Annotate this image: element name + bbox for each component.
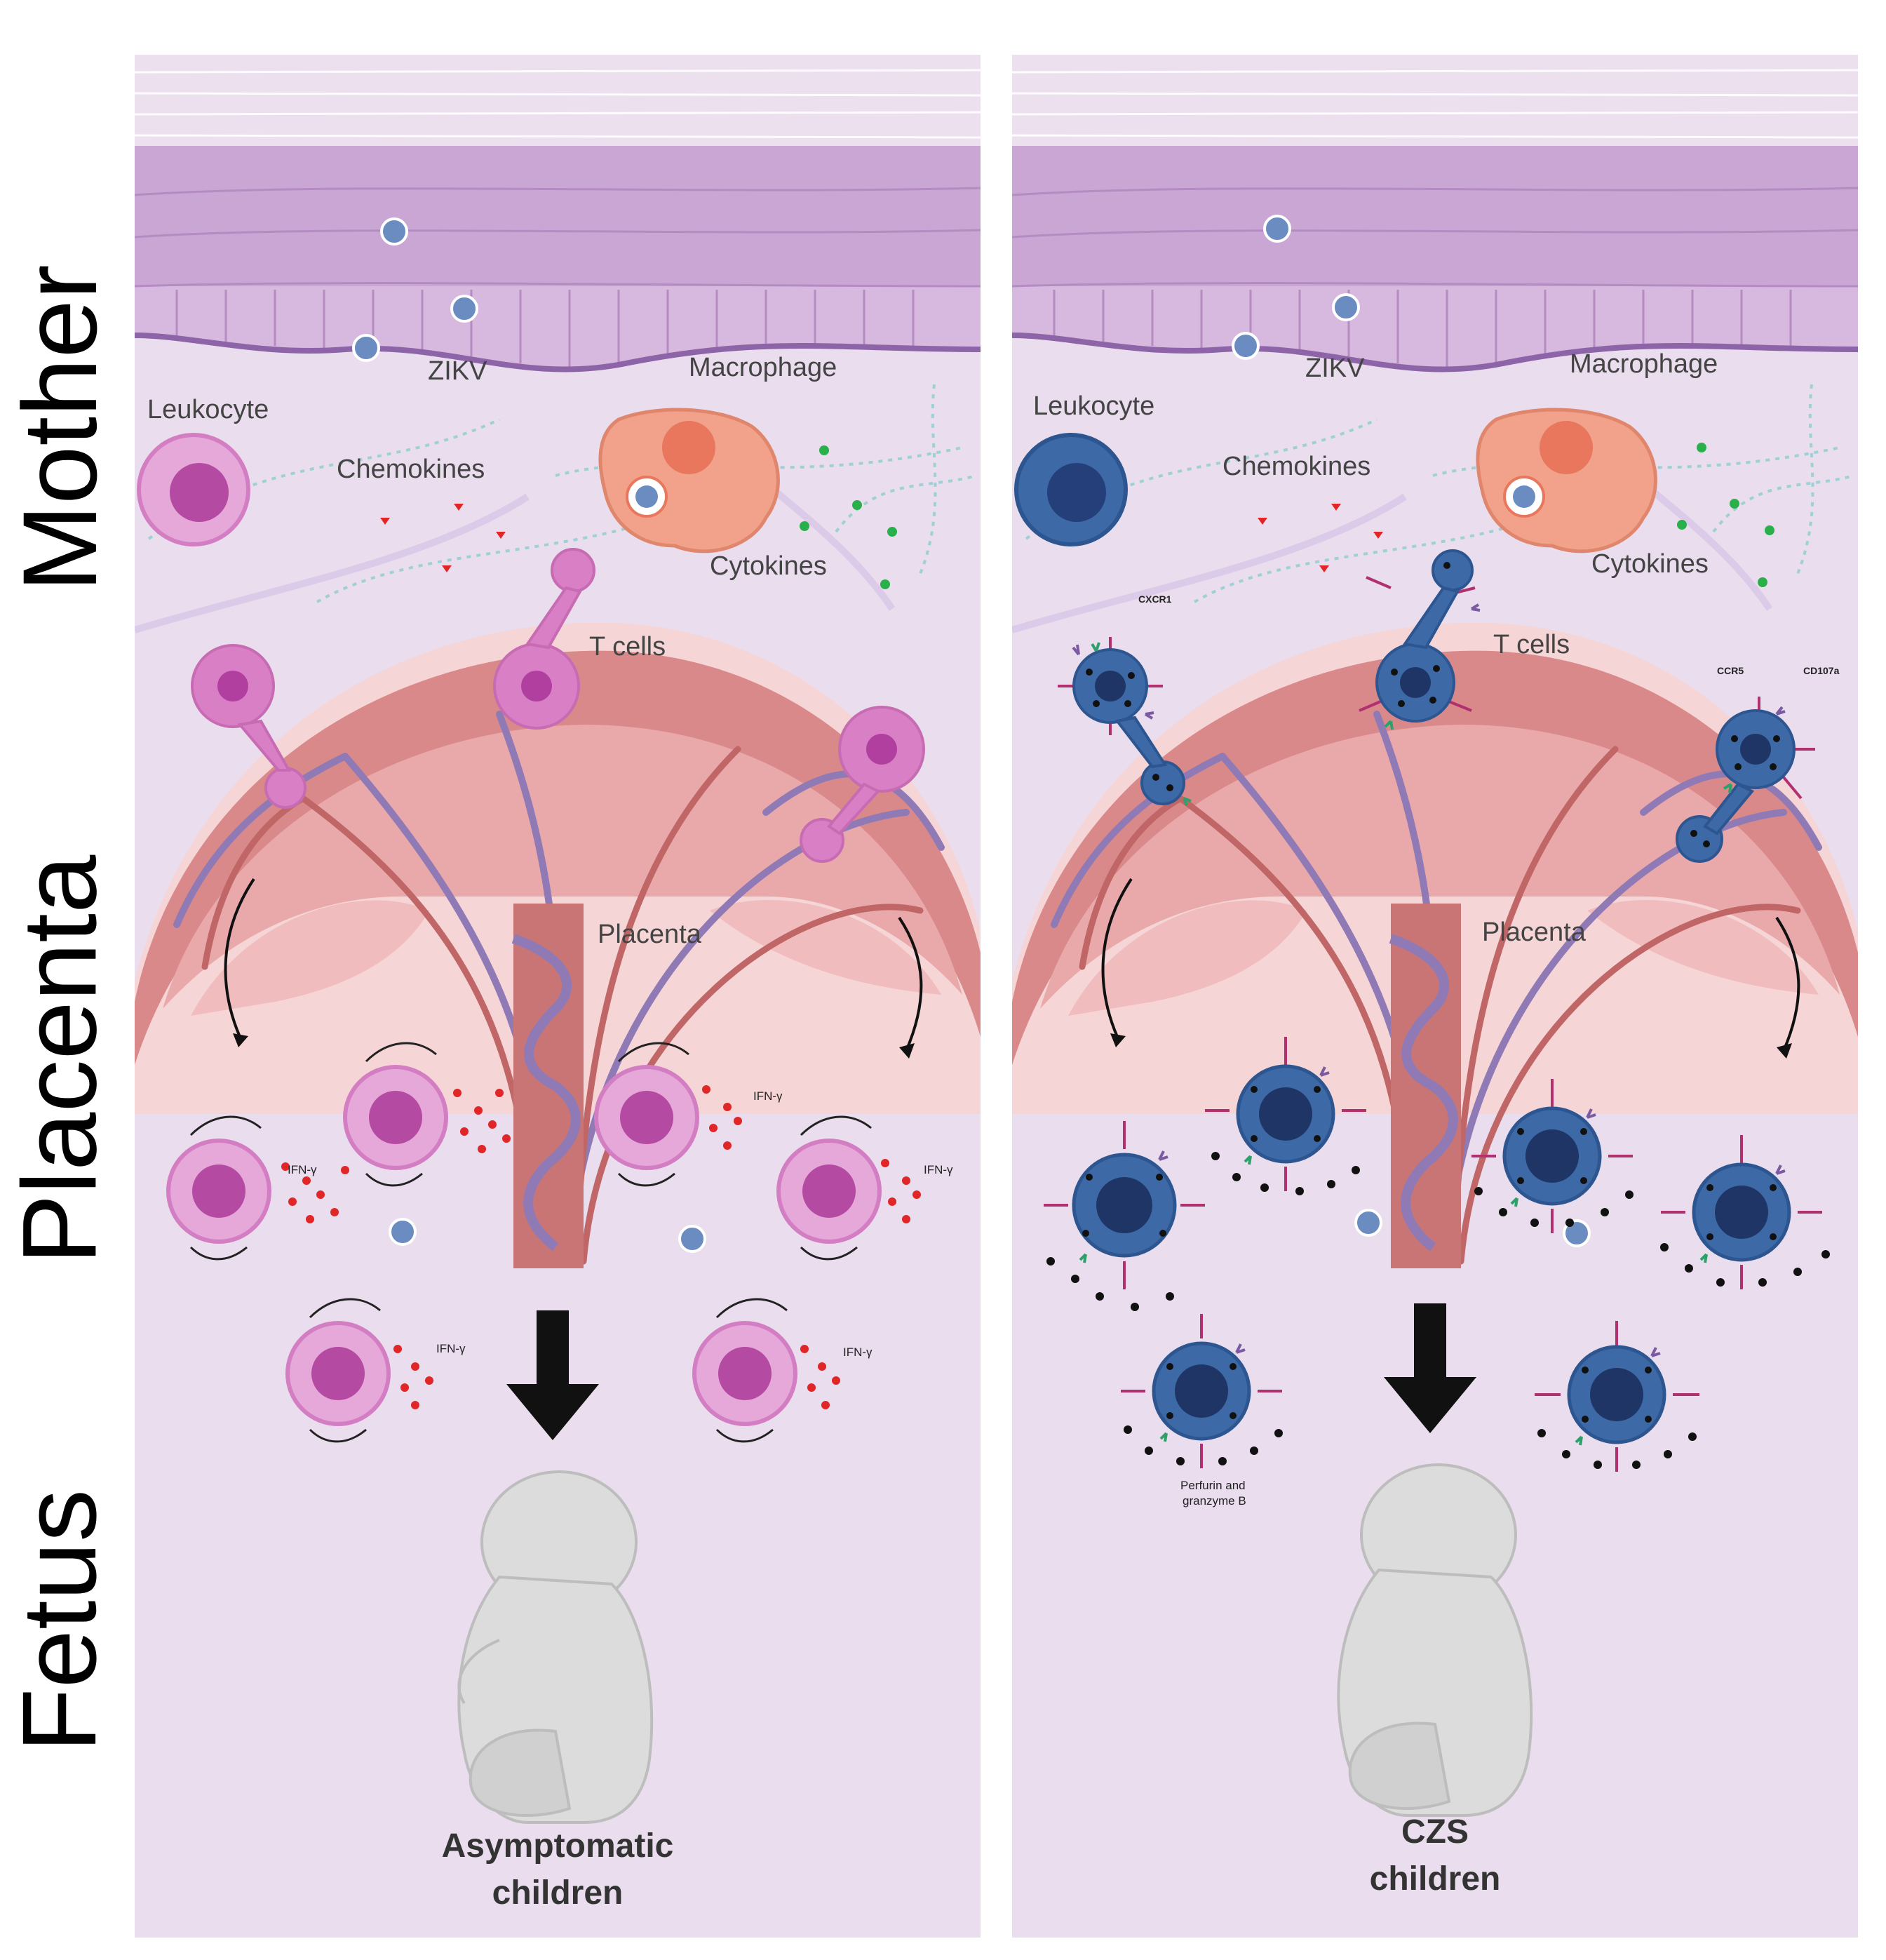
macrophage-cell-right	[1476, 408, 1657, 553]
leukocyte-cell-right	[1014, 433, 1128, 546]
cytotoxic-cells-right	[1044, 1037, 1830, 1472]
placenta-structure-label: Placenta	[598, 920, 701, 949]
leukocyte-cell	[137, 433, 250, 546]
left-caption-line2: children	[492, 1874, 624, 1912]
ifn-label-1: IFN-γ	[288, 1163, 317, 1176]
placenta-label: Placenta	[0, 854, 119, 1264]
chemokines-label: Chemokines	[337, 455, 485, 484]
macrophage-cell	[598, 408, 780, 553]
zikv-label: ZIKV	[428, 356, 487, 386]
t-cells-label: T cells	[589, 632, 666, 662]
fetus-illustration-right	[1337, 1463, 1533, 1817]
macrophage-label-right: Macrophage	[1570, 349, 1718, 379]
ifn-label-2: IFN-γ	[753, 1089, 783, 1103]
cytokines-label: Cytokines	[710, 551, 827, 581]
ifn-label-3: IFN-γ	[924, 1163, 953, 1176]
perforin-label-line2: granzyme B	[1183, 1494, 1246, 1508]
cytokines-label-right: Cytokines	[1591, 549, 1709, 579]
placenta-structure-label-right: Placenta	[1482, 918, 1586, 947]
leukocyte-label: Leukocyte	[147, 395, 269, 424]
t-cells-right	[1058, 549, 1815, 863]
right-panel-illustration	[1012, 55, 1858, 1817]
left-panel-illustration	[135, 55, 981, 1824]
left-caption-line1: Asymptomatic	[441, 1827, 674, 1865]
right-caption: CZS children	[1012, 1808, 1858, 1902]
fetus-illustration	[457, 1470, 654, 1824]
ccr5-label: CCR5	[1717, 665, 1744, 676]
cd107a-label: CD107a	[1803, 665, 1840, 676]
leukocyte-label-right: Leukocyte	[1033, 391, 1155, 421]
ifn-label-4: IFN-γ	[436, 1342, 466, 1355]
macrophage-label: Macrophage	[689, 353, 837, 382]
mother-label: Mother	[0, 264, 119, 592]
left-caption: Asymptomatic children	[135, 1823, 981, 1917]
right-caption-line2: children	[1369, 1860, 1501, 1898]
fetus-label: Fetus	[0, 1489, 119, 1752]
ifn-cells-left	[166, 1065, 882, 1426]
right-panel: ZIKV Macrophage Leukocyte Chemokines Cyt…	[1012, 55, 1858, 1938]
perforin-label-line1: Perfurin and	[1180, 1479, 1246, 1492]
right-caption-line1: CZS	[1401, 1813, 1469, 1851]
t-cells-label-right: T cells	[1493, 630, 1570, 659]
chemokines-label-right: Chemokines	[1222, 452, 1371, 481]
left-panel: ZIKV Macrophage Leukocyte Chemokines Cyt…	[135, 55, 981, 1938]
zikv-label-right: ZIKV	[1305, 354, 1365, 383]
cxcr1-label: CXCR1	[1138, 593, 1172, 605]
ifn-label-5: IFN-γ	[843, 1345, 873, 1359]
